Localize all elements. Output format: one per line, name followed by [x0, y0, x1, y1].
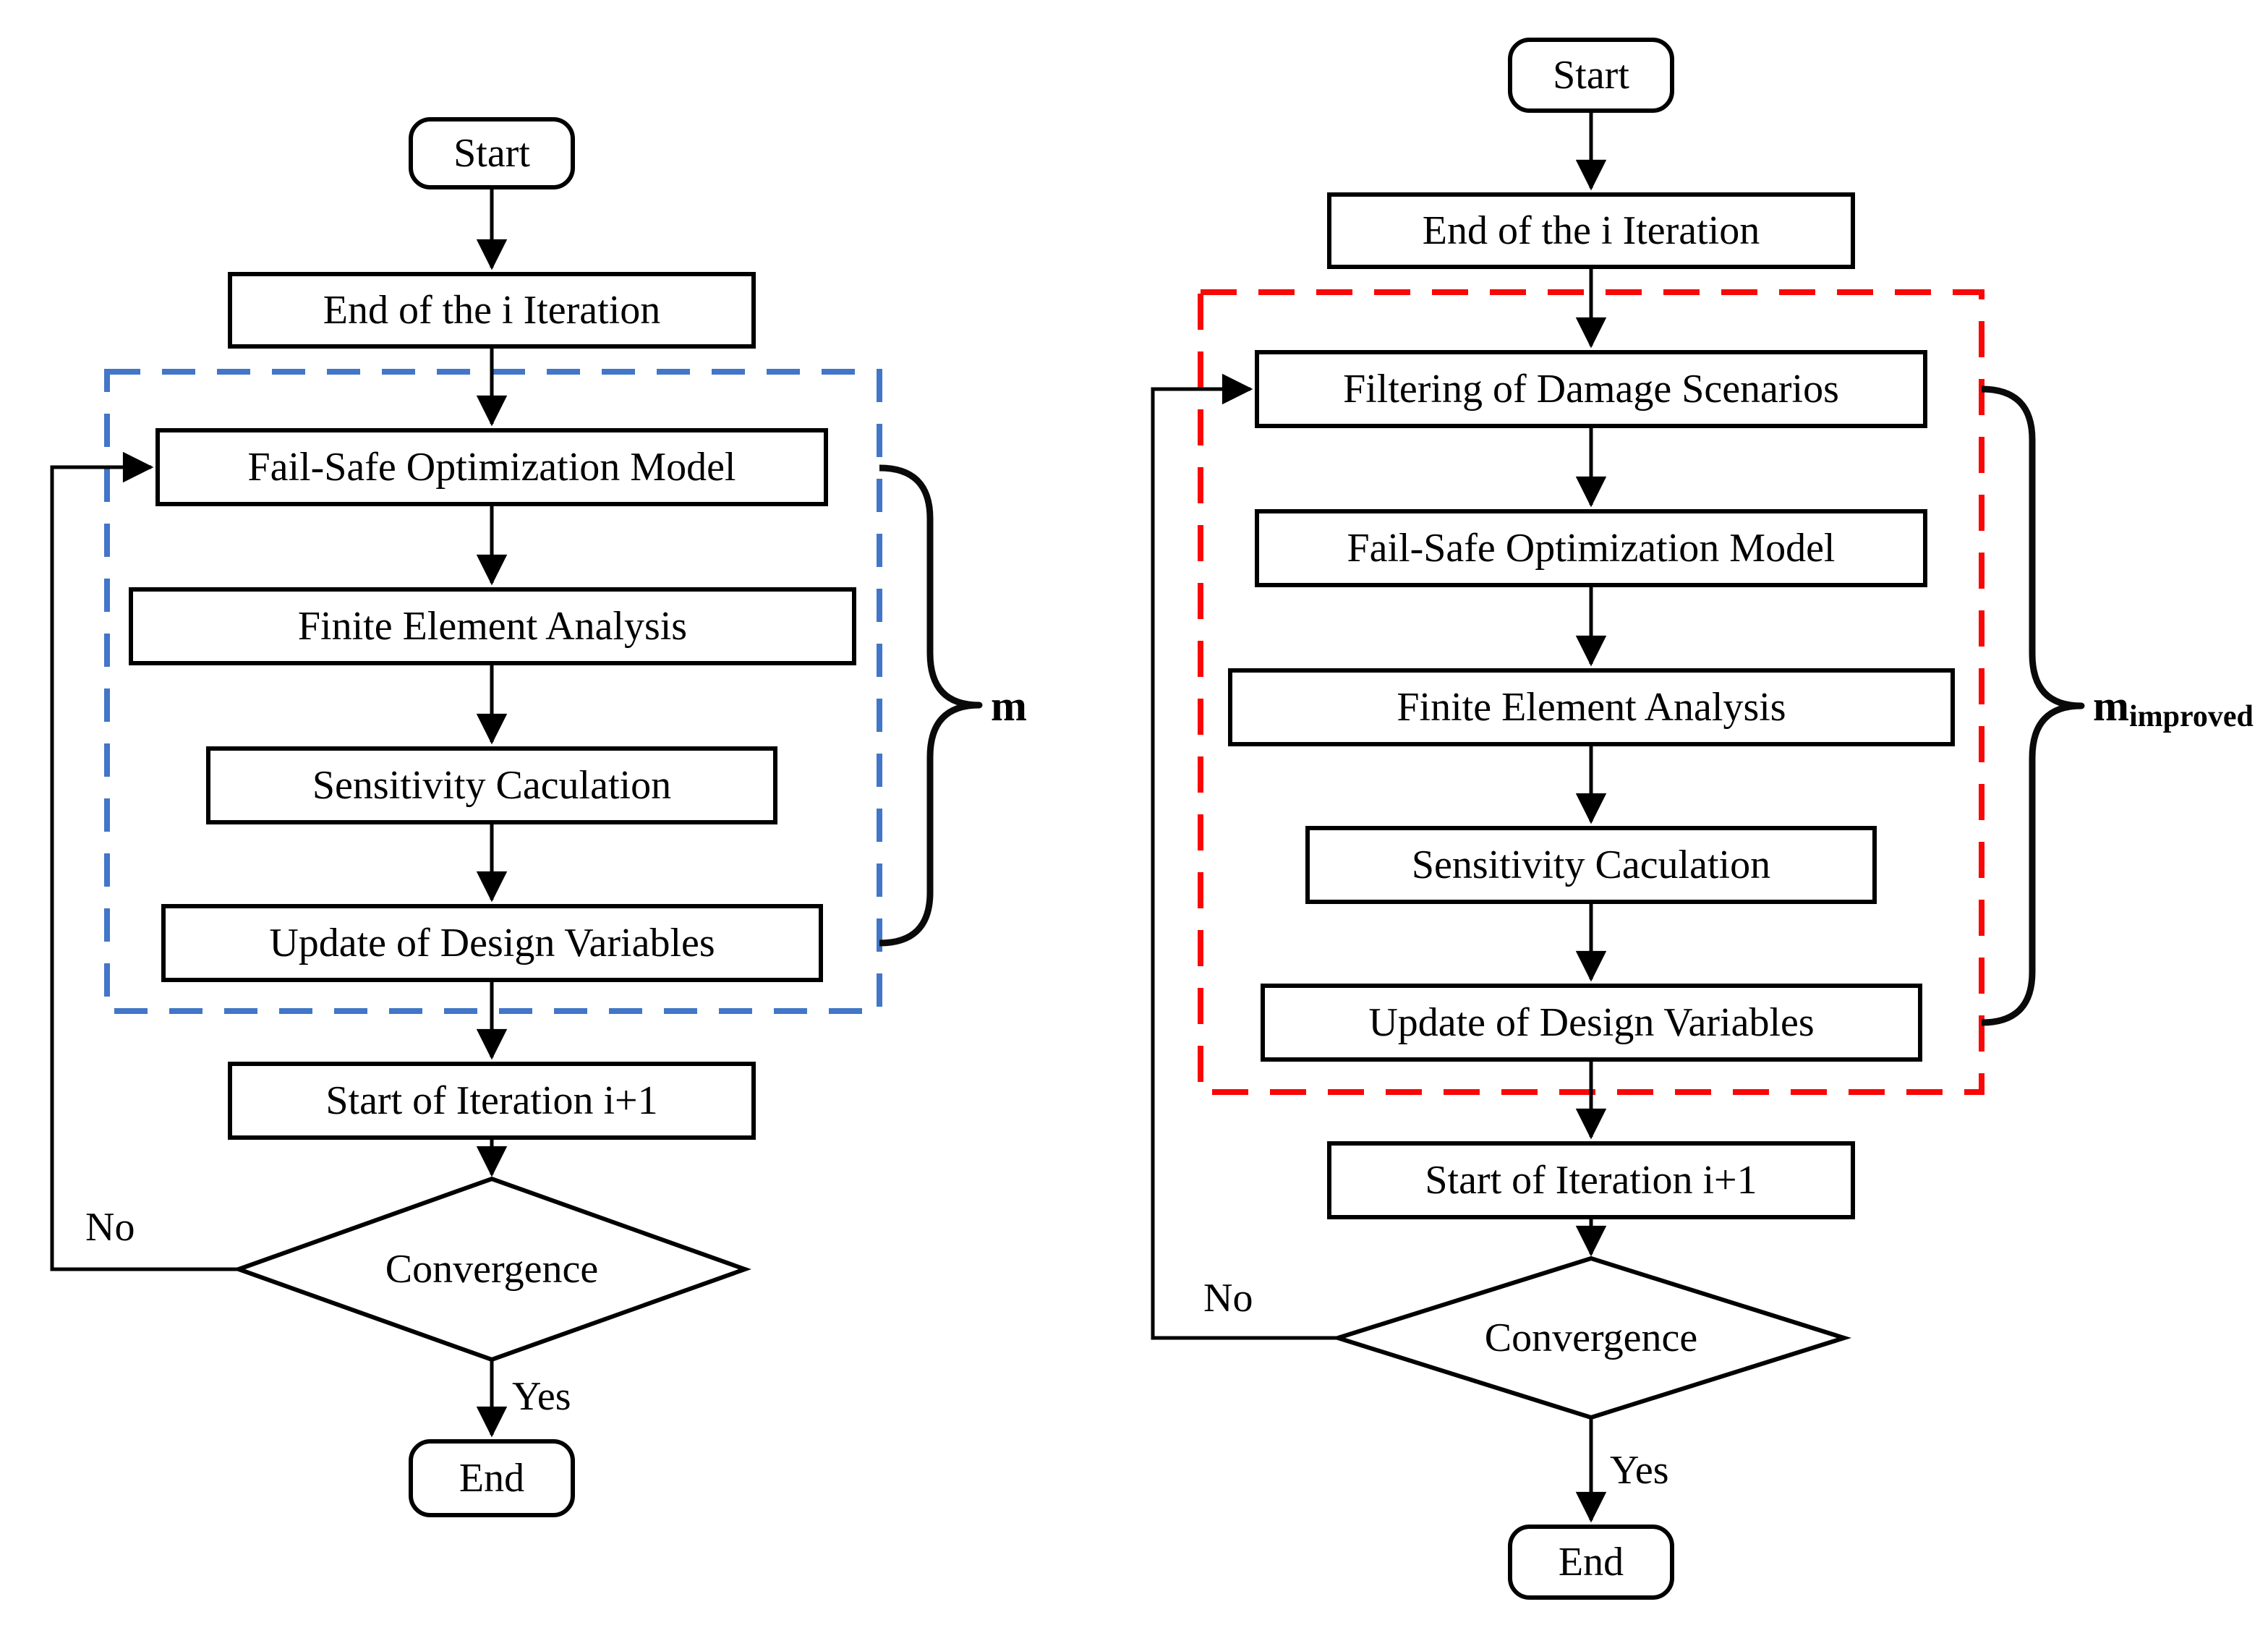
right-update-variables-node: Update of Design Variables: [1261, 984, 1922, 1062]
right-brace-label-subscript: improved: [2128, 700, 2254, 733]
left-arrows: [50, 189, 508, 1438]
left-brace: [879, 464, 983, 947]
right-arrows: [1151, 113, 1607, 1523]
right-fail-safe-node: Fail-Safe Optimization Model: [1255, 509, 1927, 587]
right-sensitivity-node: Sensitivity Caculation: [1305, 826, 1877, 904]
right-convergence-label: Convergence: [1484, 1316, 1698, 1360]
left-fail-safe-node: Fail-Safe Optimization Model: [155, 428, 828, 506]
left-update-variables-node: Update of Design Variables: [161, 904, 823, 982]
right-start-node: Start: [1508, 38, 1674, 113]
right-finite-element-node: Finite Element Analysis: [1228, 668, 1955, 746]
left-sensitivity-node: Sensitivity Caculation: [206, 746, 777, 824]
right-start-of-iteration-node: Start of Iteration i+1: [1327, 1141, 1855, 1219]
right-end-of-iteration-node: End of the i Iteration: [1327, 192, 1855, 269]
arrow-left-no-loop: [50, 451, 239, 1271]
left-brace-label: m: [991, 682, 1027, 730]
left-yes-label: Yes: [512, 1374, 571, 1419]
left-finite-element-node: Finite Element Analysis: [129, 587, 856, 665]
left-no-label: No: [85, 1205, 135, 1250]
left-end-of-iteration-node: End of the i Iteration: [228, 272, 756, 349]
right-yes-label: Yes: [1610, 1448, 1669, 1493]
arrow-right-no-loop: [1151, 373, 1338, 1340]
left-end-node: End: [409, 1439, 575, 1517]
left-convergence-diamond: [232, 1176, 751, 1363]
right-no-label: No: [1203, 1276, 1253, 1321]
right-filtering-node: Filtering of Damage Scenarios: [1255, 350, 1927, 428]
left-start-of-iteration-node: Start of Iteration i+1: [228, 1062, 756, 1140]
right-end-node: End: [1508, 1525, 1674, 1600]
right-brace: [1981, 385, 2085, 1026]
right-brace-label-base: m: [2093, 682, 2129, 730]
left-start-node: Start: [409, 117, 575, 189]
right-convergence-diamond: [1330, 1255, 1852, 1420]
left-convergence-label: Convergence: [385, 1247, 599, 1292]
